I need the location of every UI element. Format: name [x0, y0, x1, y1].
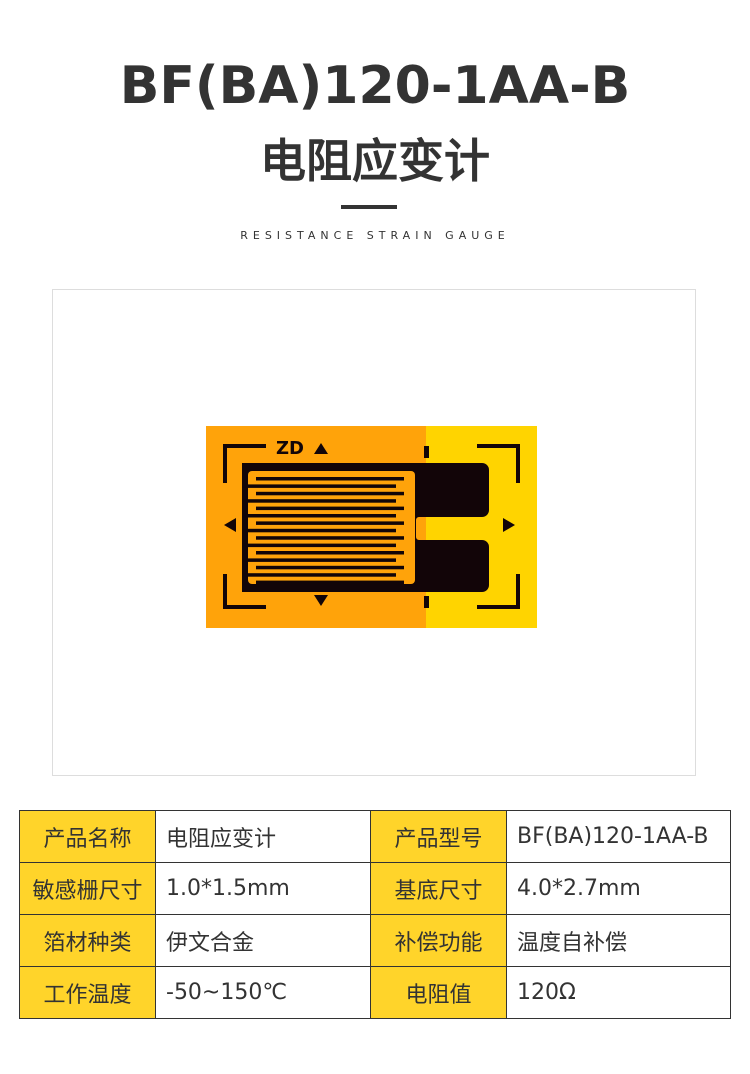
spec-value: 1.0*1.5mm: [155, 862, 371, 915]
divider: [341, 205, 397, 209]
english-subtitle: RESISTANCE STRAIN GAUGE: [240, 229, 510, 242]
spec-label: 产品型号: [370, 810, 507, 863]
grid-line: [256, 551, 404, 555]
image-frame: [52, 289, 696, 776]
grid-line: [242, 573, 396, 577]
spec-label: 箔材种类: [19, 914, 156, 967]
spec-value: 4.0*2.7mm: [506, 862, 731, 915]
spec-label: 电阻值: [370, 966, 507, 1019]
grid-line: [242, 543, 396, 548]
grid-line: [256, 521, 404, 525]
grid-line: [256, 506, 404, 511]
strain-gauge-image: ZD: [206, 426, 537, 628]
grid-line: [242, 514, 396, 518]
grid-line: [256, 477, 404, 481]
grid-line: [242, 499, 396, 503]
grid-line: [256, 580, 404, 585]
grid-line: [256, 491, 404, 496]
zd-mark: ZD: [276, 438, 304, 459]
spec-label: 产品名称: [19, 810, 156, 863]
spec-value: 温度自补偿: [506, 914, 731, 967]
spec-value: -50~150℃: [155, 966, 371, 1019]
product-title: BF(BA)120-1AA-B: [119, 56, 631, 116]
grid-line: [256, 536, 404, 540]
spec-label: 补偿功能: [370, 914, 507, 967]
spec-label: 敏感栅尺寸: [19, 862, 156, 915]
spec-row: 箔材种类伊文合金补偿功能温度自补偿: [19, 914, 731, 967]
spec-label: 工作温度: [19, 966, 156, 1019]
spec-value: 120Ω: [506, 966, 731, 1019]
spec-value: 电阻应变计: [155, 810, 371, 863]
grid-line: [242, 484, 396, 488]
spec-value: 伊文合金: [155, 914, 371, 967]
grid-line: [242, 558, 396, 562]
grid-line: [256, 565, 404, 570]
grid-line: [242, 528, 396, 533]
product-subtitle: 电阻应变计: [260, 134, 490, 188]
spec-label: 基底尺寸: [370, 862, 507, 915]
spec-value: BF(BA)120-1AA-B: [506, 810, 731, 863]
